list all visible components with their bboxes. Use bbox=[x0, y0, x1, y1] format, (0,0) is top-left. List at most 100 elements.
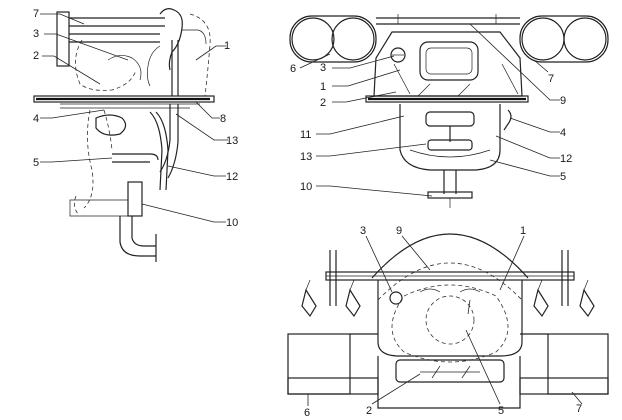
front-base-plate bbox=[427, 191, 473, 199]
front-leader-6 bbox=[299, 53, 331, 69]
side-head-inner bbox=[146, 45, 161, 87]
side-leader-3 bbox=[44, 33, 129, 61]
front-left-tank-a bbox=[291, 17, 335, 61]
front-part-3-knob bbox=[390, 47, 406, 63]
side-foot-pedal bbox=[95, 114, 127, 136]
top-leader-5 bbox=[465, 329, 501, 405]
top-leader-7b bbox=[571, 391, 583, 405]
front-right-tank-b bbox=[563, 17, 607, 61]
side-deck bbox=[33, 95, 215, 103]
front-lower-curve bbox=[409, 149, 491, 158]
side-top-tubes bbox=[69, 17, 165, 43]
top-label-2: 2 bbox=[366, 405, 372, 417]
top-leader-9 bbox=[401, 235, 431, 271]
side-leader-1 bbox=[195, 45, 226, 61]
front-top-bar-ticks bbox=[397, 14, 497, 24]
top-left-tank-base bbox=[287, 377, 379, 395]
front-leader-10 bbox=[316, 185, 433, 197]
side-leader-5 bbox=[40, 157, 113, 163]
front-label-12: 12 bbox=[560, 153, 572, 165]
front-right-tank-a bbox=[521, 17, 565, 61]
top-right-lamp-a bbox=[533, 288, 549, 318]
side-leader-13 bbox=[175, 113, 228, 141]
top-lamp-arms bbox=[305, 279, 589, 291]
front-leader-12 bbox=[495, 135, 560, 159]
front-leader-11 bbox=[316, 115, 405, 135]
front-window-inner bbox=[425, 47, 473, 75]
front-right-tank-band bbox=[519, 15, 609, 63]
front-lower-plate bbox=[425, 111, 475, 127]
top-right-tank-base bbox=[519, 377, 609, 395]
front-label-3: 3 bbox=[320, 62, 326, 74]
side-label-13: 13 bbox=[226, 135, 238, 147]
front-leader-9 bbox=[469, 23, 560, 101]
front-part-4-hook bbox=[503, 109, 512, 131]
front-label-10: 10 bbox=[300, 181, 312, 193]
front-deck-braces bbox=[417, 83, 471, 97]
side-leader-12 bbox=[167, 165, 226, 177]
top-label-1: 1 bbox=[520, 225, 526, 237]
top-left-lamp-a bbox=[301, 288, 317, 318]
side-leader-10 bbox=[141, 203, 226, 223]
top-leader-1 bbox=[499, 235, 525, 291]
top-left-lamp-b bbox=[345, 288, 361, 318]
front-label-7: 7 bbox=[548, 73, 554, 85]
top-view: 3 9 1 7 6 2 5 bbox=[287, 225, 609, 419]
front-view: 6 3 1 2 7 9 4 11 13 12 5 10 bbox=[289, 14, 609, 208]
top-leader-7 bbox=[467, 299, 471, 315]
front-left-tank-band bbox=[289, 15, 377, 63]
top-center-ring bbox=[425, 295, 475, 345]
side-head bbox=[159, 8, 183, 71]
front-label-4: 4 bbox=[560, 127, 566, 139]
top-leader-3 bbox=[365, 235, 393, 293]
top-label-3: 3 bbox=[360, 225, 366, 237]
front-leader-2 bbox=[332, 91, 397, 103]
side-right-tube bbox=[159, 104, 179, 179]
front-leader-3 bbox=[332, 55, 395, 69]
side-label-7: 7 bbox=[33, 8, 39, 20]
side-figure-back bbox=[75, 39, 137, 91]
top-grips bbox=[419, 288, 481, 293]
front-window bbox=[419, 41, 479, 81]
top-right-tank-front bbox=[547, 333, 609, 395]
side-label-3: 3 bbox=[33, 28, 39, 40]
top-dome-inner bbox=[377, 262, 523, 301]
side-legs bbox=[83, 109, 113, 209]
side-leader-8 bbox=[195, 101, 220, 119]
side-label-10: 10 bbox=[226, 217, 238, 229]
side-part-10-pipe bbox=[119, 216, 156, 257]
front-body-struts bbox=[393, 63, 519, 95]
side-vertical-tubes bbox=[171, 40, 179, 96]
top-left-tank-front bbox=[287, 333, 351, 395]
front-left-tank-b bbox=[331, 17, 375, 61]
front-base-post bbox=[443, 170, 457, 194]
side-lower-frame bbox=[69, 199, 129, 217]
side-label-1: 1 bbox=[224, 40, 230, 52]
side-mid-tube bbox=[149, 111, 169, 191]
side-leader-7 bbox=[40, 13, 85, 25]
side-label-12: 12 bbox=[226, 171, 238, 183]
front-label-5: 5 bbox=[560, 171, 566, 183]
top-label-9: 9 bbox=[396, 225, 402, 237]
front-label-1: 1 bbox=[320, 81, 326, 93]
front-leader-5 bbox=[489, 159, 560, 177]
front-label-2: 2 bbox=[320, 97, 326, 109]
side-frame-outline bbox=[189, 13, 211, 97]
front-label-6: 6 bbox=[290, 63, 296, 75]
side-leader-4 bbox=[40, 109, 105, 119]
top-left-post bbox=[329, 250, 337, 306]
front-pedal bbox=[427, 139, 473, 151]
front-label-11: 11 bbox=[300, 129, 311, 141]
top-leader-2 bbox=[371, 373, 421, 405]
side-label-2: 2 bbox=[33, 50, 39, 62]
top-body bbox=[377, 280, 523, 357]
front-leader-7 bbox=[533, 59, 549, 73]
side-figure-head bbox=[107, 55, 142, 81]
side-label-5: 5 bbox=[33, 157, 39, 169]
side-label-8: 8 bbox=[220, 113, 226, 125]
side-heel bbox=[74, 195, 79, 215]
side-frame-cap bbox=[182, 29, 207, 45]
top-part-2-plate bbox=[395, 359, 505, 383]
top-label-5: 5 bbox=[498, 405, 504, 417]
side-lower-box bbox=[127, 181, 143, 217]
